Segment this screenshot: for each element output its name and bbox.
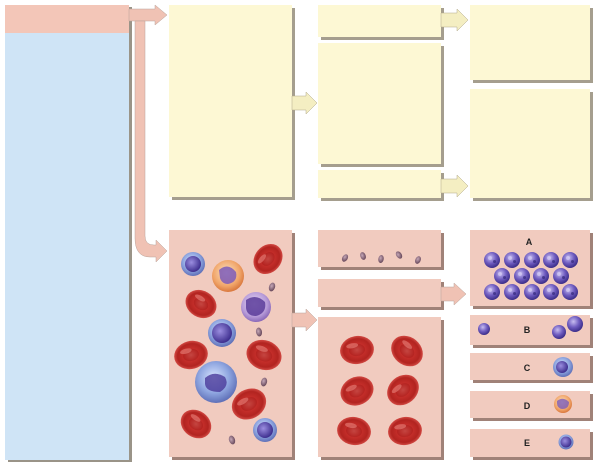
plasma-to-components-arrow <box>291 91 318 115</box>
wbc-arrow <box>440 282 467 306</box>
water-arrow <box>440 8 469 32</box>
right-top-box-1 <box>470 5 590 80</box>
wbc-box <box>318 279 441 307</box>
whole-blood-panel <box>5 33 129 460</box>
formed-elements-cells <box>170 238 289 446</box>
box-c-cell <box>553 357 573 377</box>
label-a: A <box>526 237 533 247</box>
plasma-box <box>169 5 292 197</box>
solutes-arrow <box>440 174 469 198</box>
label-d: D <box>524 401 531 411</box>
plasma-flow-arrow <box>128 4 168 26</box>
label-c: C <box>524 363 531 373</box>
label-e: E <box>524 438 530 448</box>
label-b: B <box>524 325 531 335</box>
right-top-box-2 <box>470 89 590 198</box>
plasma-water-box <box>318 5 441 37</box>
plasma-proteins-box <box>318 43 441 164</box>
box-d-cell <box>554 395 572 413</box>
rbc-box <box>318 317 441 457</box>
formed-elements-arrow <box>291 308 318 332</box>
box-b-cells <box>478 316 583 339</box>
formed-elements-flow-arrow <box>134 20 168 263</box>
plasma-solutes-box <box>318 170 441 198</box>
box-e-cell <box>558 434 574 450</box>
whole-blood-header <box>5 5 129 33</box>
